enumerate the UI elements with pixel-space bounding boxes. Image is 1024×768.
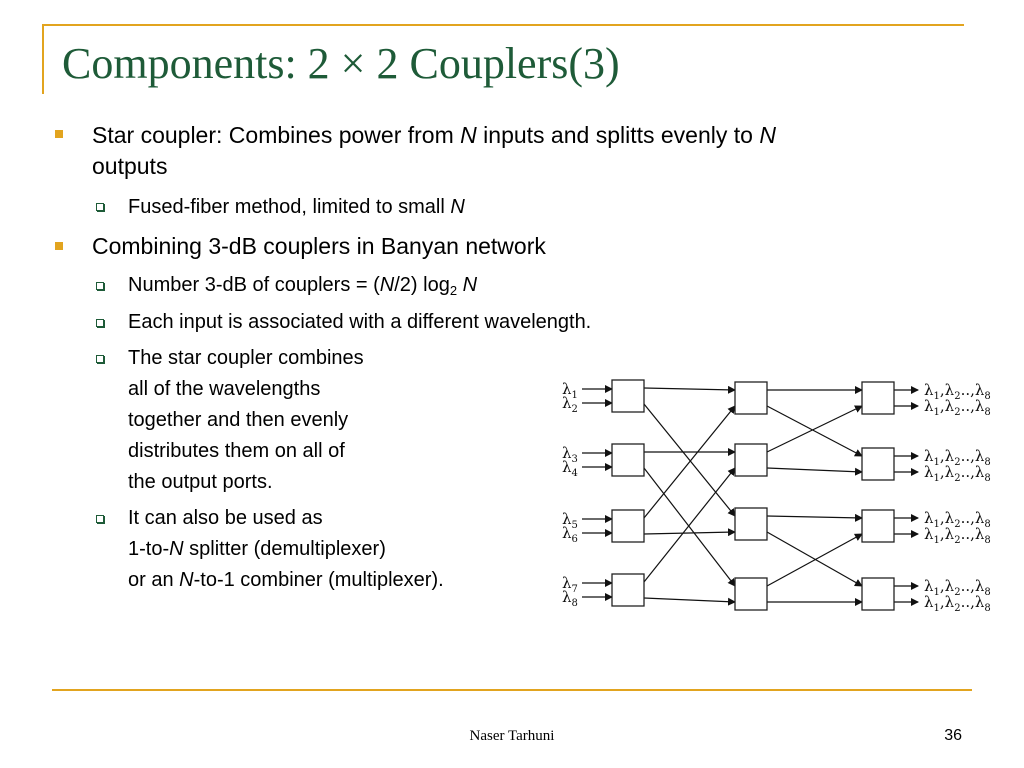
coupler-box bbox=[734, 507, 768, 541]
output-wavelength-label: λ1,λ2..,λ8 bbox=[924, 577, 991, 598]
coupler-box bbox=[611, 443, 645, 477]
output-wavelength-label: λ1,λ2..,λ8 bbox=[924, 381, 991, 402]
coupler-box bbox=[611, 509, 645, 543]
bullet-var-n: N bbox=[759, 122, 776, 148]
bullet-var-n: N bbox=[379, 274, 395, 296]
sub-bullet-box-icon bbox=[96, 319, 104, 327]
sub-bullet-splitter-combiner: It can also be used as 1-to-N splitter (… bbox=[128, 507, 444, 591]
stage2-link bbox=[766, 513, 863, 522]
footer-author: Naser Tarhuni bbox=[469, 728, 555, 744]
input-wavelength-label: λ4 bbox=[562, 458, 578, 479]
sub-bullet-box-icon bbox=[96, 203, 104, 211]
bullet-text: Number 3-dB of couplers = ( bbox=[128, 274, 380, 296]
coupler-box bbox=[734, 577, 768, 611]
bullet-var-n: N bbox=[462, 274, 478, 296]
stage2-link bbox=[766, 531, 863, 587]
coupler-boxes bbox=[611, 379, 895, 611]
output-wavelength-label: λ1,λ2..,λ8 bbox=[924, 593, 991, 614]
stage1-link bbox=[643, 405, 736, 519]
stage2-link bbox=[766, 467, 863, 476]
output-wavelength-label: λ1,λ2..,λ8 bbox=[924, 509, 991, 530]
log-subscript: 2 bbox=[449, 283, 458, 298]
footer-rule bbox=[52, 689, 972, 691]
coupler-box bbox=[861, 577, 895, 611]
coupler-box bbox=[734, 381, 768, 415]
bullet-text: inputs and splitts evenly to bbox=[476, 122, 760, 148]
output-wavelength-label: λ1,λ2..,λ8 bbox=[924, 447, 991, 468]
sub-bullet-star-combines: The star coupler combines all of the wav… bbox=[128, 347, 364, 493]
title-left-rule bbox=[42, 24, 44, 94]
bullet-banyan: Combining 3-dB couplers in Banyan networ… bbox=[92, 233, 546, 259]
coupler-box bbox=[861, 447, 895, 481]
title-top-rule bbox=[42, 24, 964, 26]
sub-bullet-box-icon bbox=[96, 515, 104, 523]
bullet-square-icon bbox=[55, 242, 63, 250]
coupler-box bbox=[861, 381, 895, 415]
page-number: 36 bbox=[944, 727, 962, 744]
stage1-link bbox=[643, 528, 736, 537]
sub-bullet-box-icon bbox=[96, 355, 104, 363]
input-wavelength-label: λ2 bbox=[562, 394, 578, 415]
stage2-link bbox=[766, 405, 863, 453]
input-wavelength-label: λ7 bbox=[562, 574, 578, 595]
input-wavelength-label: λ3 bbox=[562, 444, 578, 465]
coupler-box bbox=[734, 443, 768, 477]
stage2-link bbox=[766, 533, 863, 587]
sub-bullet-coupler-count: Number 3-dB of couplers = (N/2) log2 N bbox=[128, 270, 477, 306]
output-labels: λ1,λ2..,λ8λ1,λ2..,λ8λ1,λ2..,λ8λ1,λ2..,λ8… bbox=[924, 381, 991, 614]
sub-bullet-fused-fiber: Fused-fiber method, limited to small N bbox=[128, 192, 465, 223]
network-wires bbox=[582, 385, 919, 606]
sub-bullet-box-icon bbox=[96, 282, 104, 290]
input-wavelength-label: λ1 bbox=[562, 380, 578, 401]
input-wavelength-label: λ8 bbox=[562, 588, 578, 609]
output-wavelength-label: λ1,λ2..,λ8 bbox=[924, 463, 991, 484]
output-wavelength-label: λ1,λ2..,λ8 bbox=[924, 525, 991, 546]
bullet-square-icon bbox=[55, 130, 63, 138]
input-wavelength-label: λ6 bbox=[562, 524, 578, 545]
bullet-star-coupler: Star coupler: Combines power from N inpu… bbox=[92, 120, 972, 182]
bullet-text: /2) log bbox=[394, 274, 450, 296]
bullet-text: Star coupler: Combines power from bbox=[92, 122, 461, 148]
coupler-box bbox=[611, 379, 645, 413]
coupler-box bbox=[861, 509, 895, 543]
coupler-box bbox=[611, 573, 645, 607]
input-wavelength-label: λ5 bbox=[562, 510, 578, 531]
bullet-var-n: N bbox=[460, 122, 477, 148]
slide-title: Components: 2 × 2 Couplers(3) bbox=[62, 39, 620, 88]
stage1-link bbox=[643, 597, 736, 606]
bullet-text: Fused-fiber method, limited to small bbox=[128, 196, 451, 218]
stage1-link bbox=[643, 385, 736, 394]
bullet-text: outputs bbox=[92, 153, 168, 179]
stage1-link bbox=[643, 467, 736, 583]
stage1-link bbox=[643, 403, 736, 517]
bullet-var-n: N bbox=[450, 196, 465, 218]
stage2-link bbox=[766, 405, 863, 457]
sub-bullet-input-wavelength: Each input is associated with a differen… bbox=[128, 311, 592, 333]
stage1-link bbox=[643, 467, 736, 587]
output-wavelength-label: λ1,λ2..,λ8 bbox=[924, 397, 991, 418]
